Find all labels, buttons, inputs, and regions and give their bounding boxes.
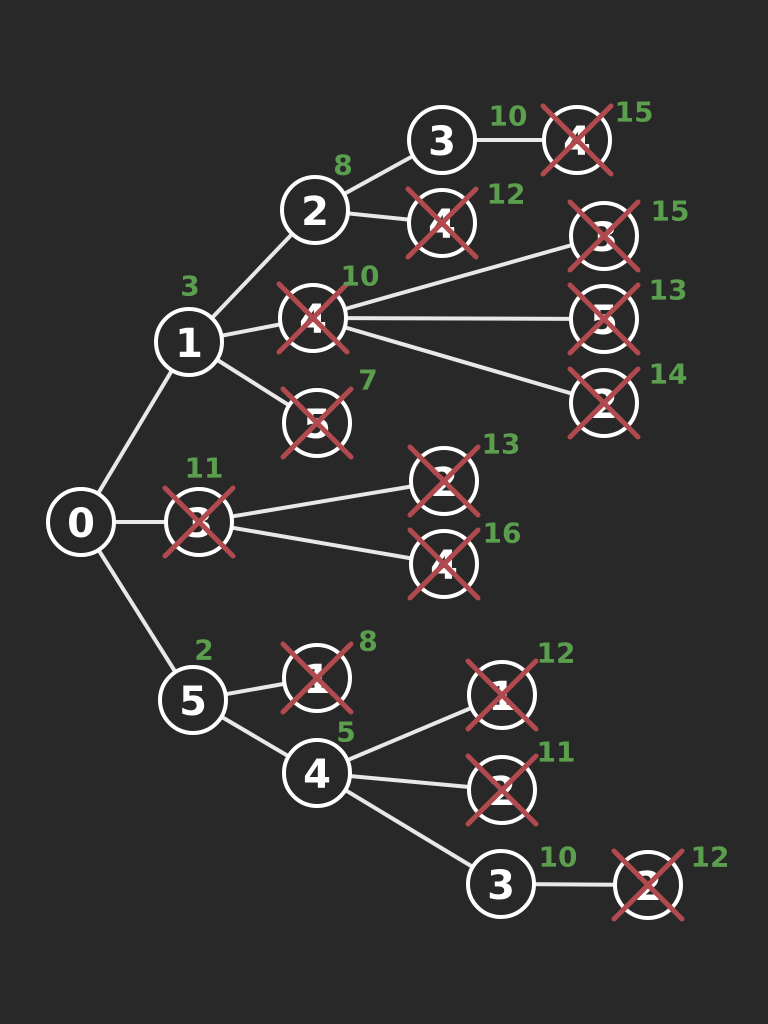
pruned-cross-mark xyxy=(280,386,354,460)
node-cost-label: 7 xyxy=(358,364,377,397)
pruned-cross-mark xyxy=(611,848,685,922)
edge-n2-n14 xyxy=(197,520,446,566)
node-circle xyxy=(46,487,116,557)
tree-node: 213 xyxy=(407,428,521,518)
tree-node: 52 xyxy=(158,634,228,735)
pruned-cross-mark xyxy=(465,753,539,827)
node-cost-label: 11 xyxy=(185,452,224,485)
pruned-cross-mark xyxy=(405,186,479,260)
node-circle xyxy=(158,665,228,735)
tree-node: 311 xyxy=(162,452,236,559)
node-layer: 0133115228410573104124153155132142134161… xyxy=(46,96,730,922)
tree-node: 315 xyxy=(567,195,690,273)
edge-n2-n13 xyxy=(197,479,446,524)
node-cost-label: 15 xyxy=(651,195,690,228)
pruned-cross-mark xyxy=(567,282,641,356)
tree-node: 214 xyxy=(567,358,688,440)
node-label: 0 xyxy=(67,501,95,547)
node-label: 4 xyxy=(303,752,331,798)
tree-node: 112 xyxy=(465,637,576,732)
node-cost-label: 11 xyxy=(537,736,576,769)
node-cost-label: 14 xyxy=(649,358,688,391)
tree-node: 3 10 xyxy=(407,100,528,175)
node-cost-label: 15 xyxy=(615,96,654,129)
tree-node: 416 xyxy=(407,517,522,601)
node-circle xyxy=(282,738,352,808)
tree-node: 57 xyxy=(280,364,378,460)
tree-node: 415 xyxy=(540,96,654,177)
edge-n5-n10 xyxy=(311,234,606,320)
tree-node: 0 xyxy=(46,487,116,557)
tree-node: 211 xyxy=(465,736,576,827)
pruned-cross-mark xyxy=(567,199,641,273)
tree-node: 410 xyxy=(276,260,380,355)
node-label: 2 xyxy=(301,189,329,235)
pruned-cross-mark xyxy=(162,485,236,559)
pruned-cross-mark xyxy=(567,366,641,440)
pruned-cross-mark xyxy=(276,281,350,355)
tree-node: 3 10 xyxy=(466,841,578,919)
pruned-cross-mark xyxy=(407,527,481,601)
pruned-cross-mark xyxy=(465,658,539,732)
edge-n5-n11 xyxy=(311,316,606,321)
node-cost-label: 10 xyxy=(489,100,528,133)
node-label: 1 xyxy=(175,321,203,367)
node-label: 5 xyxy=(179,679,207,725)
tree-node: 412 xyxy=(405,178,526,260)
node-cost-label: 12 xyxy=(691,841,730,874)
node-label: 3 xyxy=(487,863,515,909)
pruned-cross-mark xyxy=(407,444,481,518)
node-cost-label: 2 xyxy=(194,634,213,667)
tree-node: 45 xyxy=(282,716,356,808)
edge-n0-n3 xyxy=(79,520,195,702)
node-cost-label: 8 xyxy=(333,149,352,182)
node-cost-label: 10 xyxy=(539,841,578,874)
node-cost-label: 3 xyxy=(180,270,199,303)
node-label: 3 xyxy=(428,119,456,165)
node-circle xyxy=(466,849,536,919)
edge-n16-n19 xyxy=(315,771,503,886)
node-cost-label: 8 xyxy=(358,625,377,658)
tree-node: 18 xyxy=(280,625,378,715)
node-cost-label: 10 xyxy=(341,260,380,293)
node-circle xyxy=(280,175,350,245)
node-cost-label: 12 xyxy=(487,178,526,211)
edge-n5-n12 xyxy=(311,316,606,405)
node-circle xyxy=(154,307,224,377)
tree-node: 513 xyxy=(567,274,688,356)
node-cost-label: 13 xyxy=(482,428,521,461)
node-cost-label: 12 xyxy=(537,637,576,670)
pruned-cross-mark xyxy=(540,103,614,177)
tree-node: 28 xyxy=(280,149,353,245)
tree-node: 212 xyxy=(611,841,730,922)
node-circle xyxy=(407,105,477,175)
node-cost-label: 5 xyxy=(336,716,355,749)
pruned-cross-mark xyxy=(280,641,354,715)
node-cost-label: 13 xyxy=(649,274,688,307)
tree-node: 13 xyxy=(154,270,224,377)
node-cost-label: 16 xyxy=(483,517,522,550)
